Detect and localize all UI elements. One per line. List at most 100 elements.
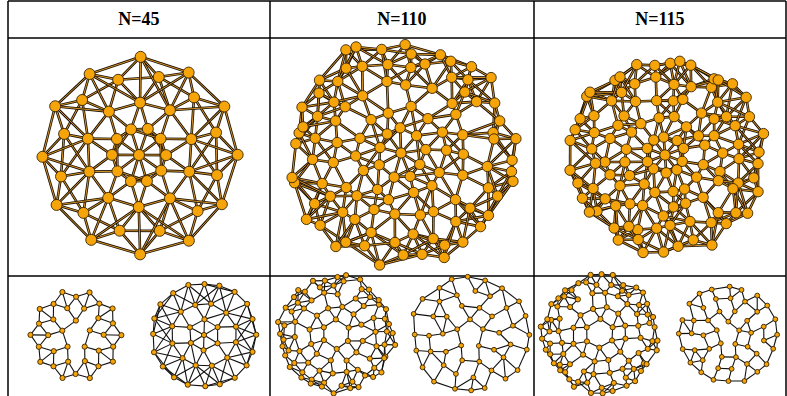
graph-edge [42, 139, 87, 157]
graph-edge [191, 139, 237, 155]
graph-vertex [51, 199, 62, 210]
graph [565, 56, 769, 258]
graph-vertex [103, 192, 114, 203]
graph-vertex [420, 59, 430, 69]
graph-vertex [183, 67, 194, 78]
graph-vertex [511, 133, 521, 143]
graph-edge [57, 198, 109, 205]
graph-drawings [28, 39, 780, 396]
graph-vertex [59, 128, 70, 139]
graph-edge [170, 107, 224, 111]
graph-vertex [37, 151, 48, 162]
graph-vertex [341, 182, 351, 192]
graph-vertex [103, 106, 114, 117]
graph-vertex [135, 97, 146, 108]
graph-edge [189, 73, 225, 107]
graph-vertex [50, 101, 61, 112]
graph-edge [224, 107, 237, 155]
graph-vertex [447, 72, 457, 82]
graph-vertex [417, 249, 427, 259]
graph-vertex [337, 207, 347, 217]
graph-vertex [142, 123, 153, 134]
graph-vertex [332, 137, 342, 147]
graph-vertex [382, 129, 392, 139]
graph-vertex [341, 45, 351, 55]
graph-vertex [211, 127, 222, 138]
graph-vertex [232, 149, 243, 160]
graph-vertex [341, 237, 351, 247]
graph-vertex [135, 51, 146, 62]
graph-edge [42, 157, 89, 172]
graph-vertex [408, 229, 418, 239]
graph-vertex [329, 97, 339, 107]
graph-vertex [405, 171, 415, 181]
graph-vertex [297, 102, 307, 112]
graph-vertex [134, 150, 145, 161]
graph-edge [170, 198, 222, 204]
graph-edge [42, 106, 55, 157]
graph-vertex [307, 154, 317, 164]
graph-vertex [460, 87, 470, 97]
graph-vertex [428, 206, 438, 216]
graph-vertex [396, 148, 406, 158]
graph-vertex [333, 76, 343, 86]
graph-vertex [56, 171, 67, 182]
graph-vertex [375, 142, 385, 152]
graph-vertex [287, 172, 297, 182]
graph-edge [55, 74, 89, 106]
graph-edge [215, 133, 219, 176]
graph-edge [91, 207, 139, 240]
graph-vertex [340, 102, 350, 112]
graph-edge [216, 133, 218, 176]
graph-vertex [156, 165, 167, 176]
graph-vertex [84, 69, 95, 80]
graph-edge [90, 57, 141, 74]
graph-vertex [458, 149, 468, 159]
graph-vertex [483, 210, 493, 220]
graph-vertex [84, 166, 95, 177]
graph-vertex [164, 105, 175, 116]
graph-edge [189, 204, 222, 240]
table-rule [7, 1, 9, 396]
graph-vertex [486, 72, 496, 82]
graph-vertex [189, 92, 200, 103]
graph-vertex [390, 237, 400, 247]
graph-vertex [341, 63, 351, 73]
graph-edge [90, 74, 140, 103]
graph-vertex [366, 114, 376, 124]
graph-edge [189, 155, 237, 172]
graph-vertex [400, 39, 410, 49]
graph-edge [55, 74, 89, 106]
graph-vertex [495, 116, 505, 126]
graph-edge [91, 207, 139, 240]
graph-vertex [406, 62, 416, 72]
graph-vertex [216, 199, 227, 210]
graph-vertex [390, 209, 400, 219]
graph-vertex [374, 260, 384, 270]
graph-edge [189, 73, 225, 107]
graph-edge [139, 57, 142, 103]
graph-vertex [465, 203, 475, 213]
graph-vertex [291, 138, 301, 148]
graph-vertex [471, 96, 481, 106]
graph-vertex [458, 130, 468, 140]
graph-vertex [489, 134, 499, 144]
graph-vertex [451, 109, 461, 119]
graph-edge [55, 106, 109, 111]
graph-vertex [114, 225, 125, 236]
graph-vertex [439, 252, 449, 262]
graph-edge [170, 107, 224, 111]
graph-vertex [325, 191, 335, 201]
graph-vertex [463, 75, 473, 85]
graph-vertex [441, 145, 451, 155]
graph-vertex [111, 133, 122, 144]
graph-edge [42, 139, 87, 157]
graph-edge [222, 155, 238, 204]
graph-vertex [82, 133, 93, 144]
graph-vertex [382, 76, 392, 86]
graph-vertex [328, 157, 338, 167]
graph-edge [191, 139, 237, 155]
graph-vertex [315, 220, 325, 230]
graph-edge [170, 198, 222, 204]
graph-vertex [508, 176, 518, 186]
